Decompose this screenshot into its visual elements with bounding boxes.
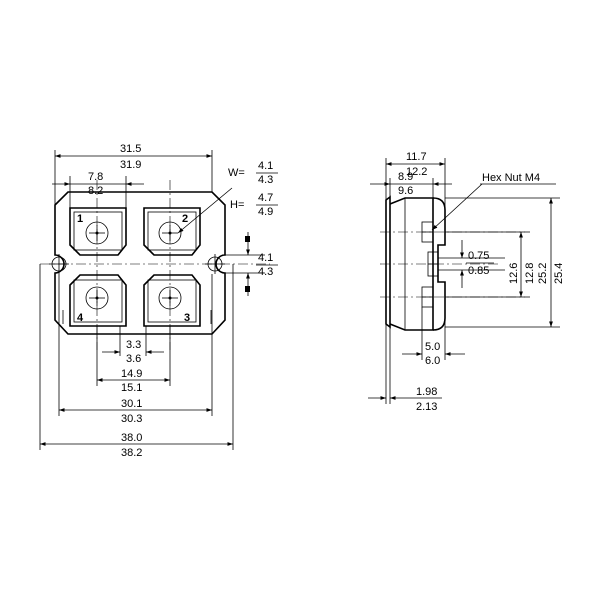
dim-height-body-top: 8.9 [398, 171, 413, 183]
hole-marker-bottom [245, 286, 250, 292]
dim-terminal-width-top: 7.8 [88, 171, 103, 183]
terminal-label-4: 4 [77, 312, 84, 324]
h-label: H= [230, 199, 244, 211]
w-value-top: 4.1 [258, 160, 273, 172]
hole-marker-top [245, 236, 250, 242]
dim-terminal-pitch-top: 14.9 [121, 368, 142, 380]
dim-pin-spacing-top: 12.6 [508, 263, 520, 284]
dim-term-height-top: 5.0 [425, 341, 440, 353]
terminal-label-2: 2 [182, 213, 188, 225]
terminal-label-1: 1 [77, 213, 83, 225]
terminal-label-3: 3 [184, 312, 190, 324]
dim-base-length-top: 38.0 [121, 432, 142, 444]
dim-overall-width-bottom: 31.9 [120, 159, 141, 171]
dim-pin-spacing-bottom: 12.8 [524, 263, 536, 284]
dim-height-body-bottom: 9.6 [398, 185, 413, 197]
dim-hole-top: 4.1 [258, 252, 273, 264]
dim-base-thickness-top: 1.98 [416, 386, 437, 398]
dim-mount-pitch-top: 30.1 [121, 398, 142, 410]
h-value-top: 4.7 [258, 192, 273, 204]
dim-slot-bottom: 0.85 [468, 265, 489, 277]
dim-base-thickness-bottom: 2.13 [416, 401, 437, 413]
dim-side-length-bottom: 25.4 [553, 263, 565, 284]
dim-side-length-top: 25.2 [537, 263, 549, 284]
terminal-3 [143, 274, 201, 327]
dim-base-length-bottom: 38.2 [121, 447, 142, 459]
dim-terminal-width-bottom: 8.2 [88, 185, 103, 197]
dim-hole-bottom: 4.3 [258, 266, 273, 278]
dim-term-height-bottom: 6.0 [425, 355, 440, 367]
front-view: 1 2 3 4 31.5 31.9 7.8 8.2 W= 4.1 4.3 H= … [39, 143, 278, 459]
side-view: 11.7 12.2 8.9 9.6 Hex Nut M4 12.6 12.8 2… [368, 151, 565, 413]
dim-slot-top: 0.75 [468, 250, 489, 262]
terminal-2 [143, 207, 201, 256]
dim-terminal-pitch-bottom: 15.1 [121, 382, 142, 394]
w-label: W= [228, 167, 245, 179]
side-base-plate [385, 195, 391, 329]
dim-overall-width-top: 31.5 [120, 143, 141, 155]
terminal-4 [69, 274, 127, 327]
dim-pitch-small-bottom: 3.6 [126, 353, 141, 365]
w-value-bottom: 4.3 [258, 174, 273, 186]
h-value-bottom: 4.9 [258, 206, 273, 218]
dim-height-total-bottom: 12.2 [406, 166, 427, 178]
dim-height-total-top: 11.7 [406, 151, 427, 163]
hex-nut-label: Hex Nut M4 [482, 172, 540, 184]
module-body-outline [54, 191, 226, 335]
dim-pitch-small-top: 3.3 [126, 339, 141, 351]
dim-mount-pitch-bottom: 30.3 [121, 413, 142, 425]
